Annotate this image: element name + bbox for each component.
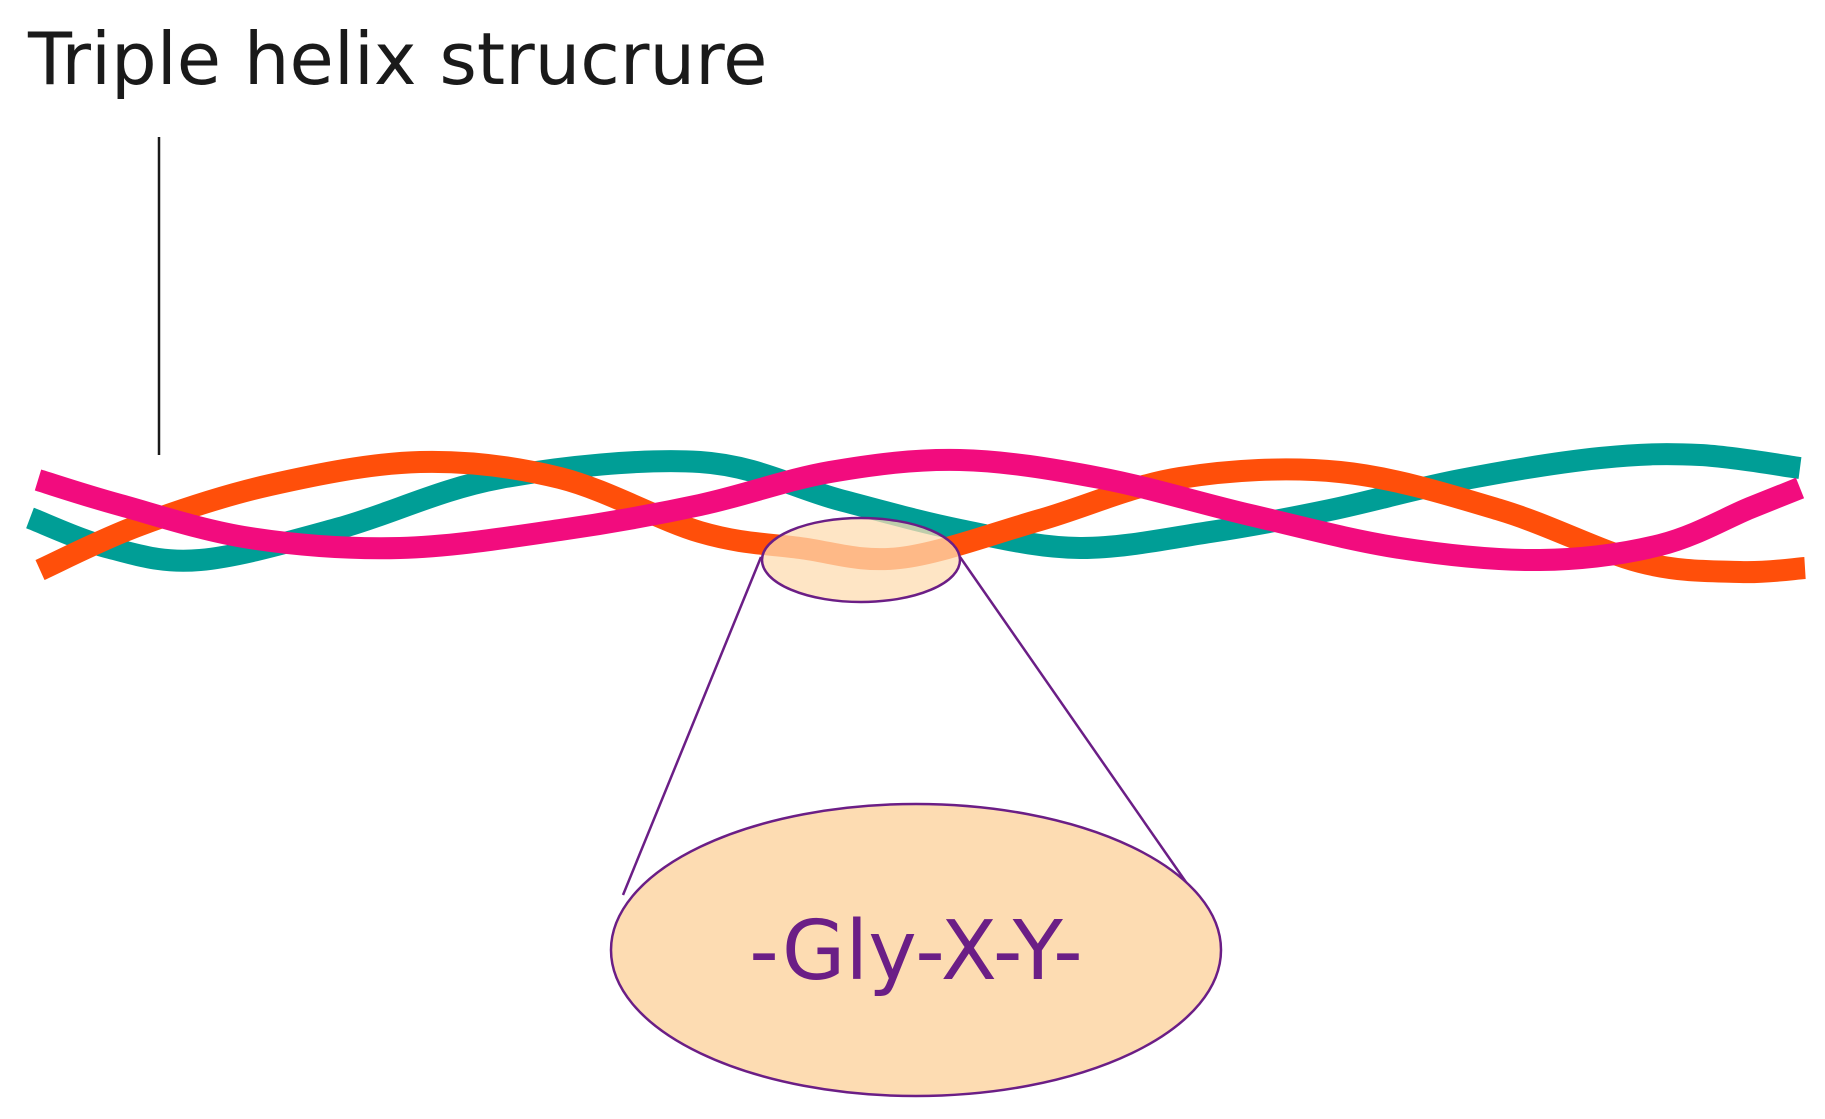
zoom-line-right [958, 556, 1190, 886]
diagram-title: Triple helix strucrure [27, 17, 767, 101]
strand-magenta [34, 448, 1805, 572]
zoom-line-left [621, 556, 763, 896]
zoom-detail-ellipse [609, 802, 1223, 1098]
zoom-source-ellipse [760, 516, 962, 604]
motif-label: -Gly-X-Y- [749, 904, 1082, 999]
